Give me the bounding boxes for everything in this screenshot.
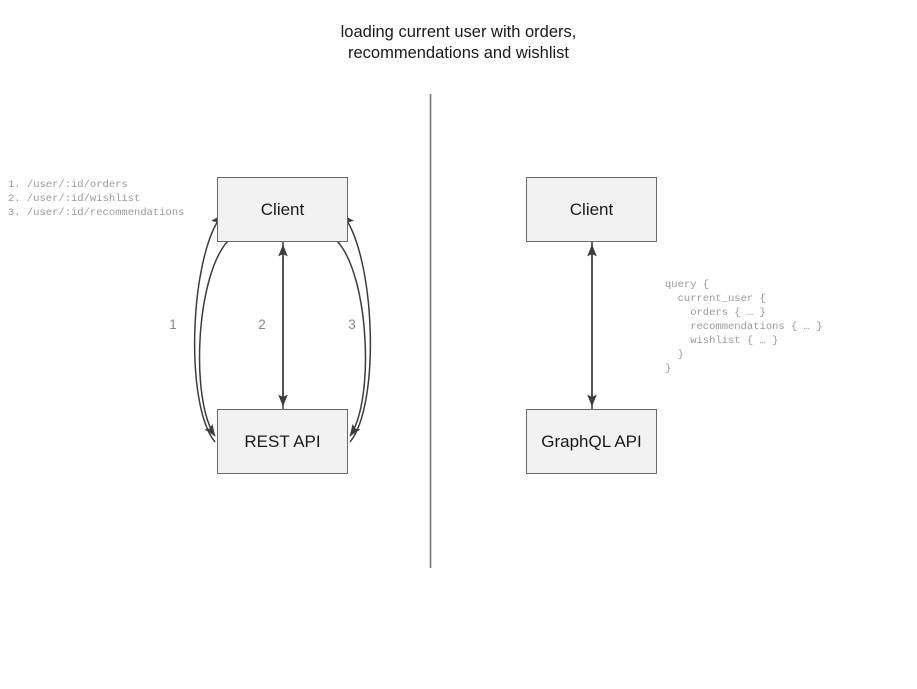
- edge-3-up-arrow: [342, 214, 372, 443]
- edge-label-1: 1: [169, 317, 177, 332]
- page-title: loading current user with orders, recomm…: [340, 23, 577, 62]
- edge-3-down-arrow: [336, 240, 367, 437]
- node-client-rest-label: Client: [260, 199, 305, 219]
- rest-endpoints-list: 1. /user/:id/orders 2. /user/:id/wishlis…: [8, 179, 185, 219]
- edge-label-2: 2: [258, 317, 266, 332]
- graphql-query-snippet: query { current_user { orders { … } reco…: [665, 279, 823, 375]
- edge-1-up-arrow: [193, 214, 223, 443]
- node-client-rest[interactable]: Client: [217, 177, 348, 242]
- node-graphql-api[interactable]: GraphQL API: [526, 409, 657, 474]
- edge-label-3: 3: [348, 317, 356, 332]
- edge-1-down-arrow: [198, 240, 229, 437]
- node-graphql-api-label: GraphQL API: [541, 431, 642, 451]
- node-client-graphql[interactable]: Client: [526, 177, 657, 242]
- node-rest-api-label: REST API: [244, 431, 321, 451]
- node-client-graphql-label: Client: [569, 199, 614, 219]
- node-rest-api[interactable]: REST API: [217, 409, 348, 474]
